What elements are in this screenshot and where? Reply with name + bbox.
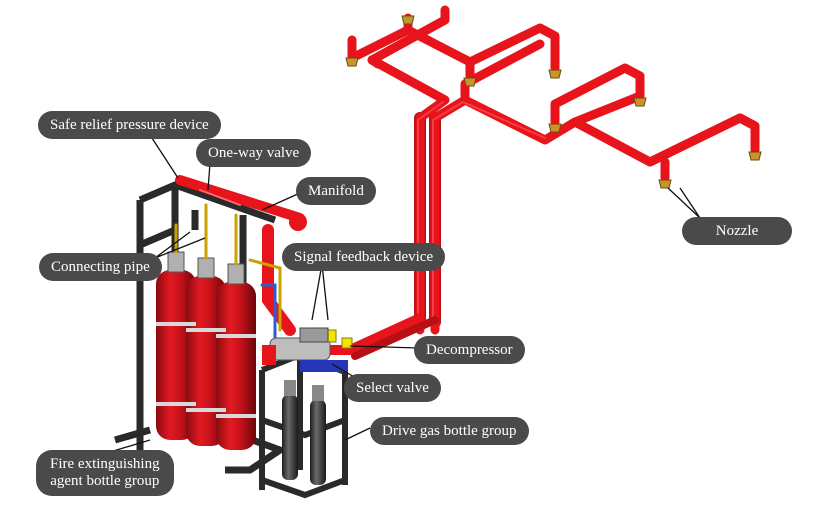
manifold	[174, 175, 307, 342]
label-select-valve: Select valve	[344, 374, 441, 402]
drive-gas-bottles	[282, 380, 326, 485]
select-valve-assembly	[262, 327, 353, 372]
label-manifold: Manifold	[296, 177, 376, 205]
label-signal-feedback-device: Signal feedback device	[282, 243, 446, 271]
label-decompressor: Decompressor	[414, 336, 525, 364]
label-drive-gas-bottle-group: Drive gas bottle group	[370, 417, 529, 445]
pipe-network	[347, 5, 760, 335]
drive-rack-frame	[259, 351, 348, 499]
label-nozzle: Nozzle	[682, 217, 792, 245]
label-fire-extinguishing-agent-bottle-group: Fire extinguishing agent bottle group	[36, 450, 174, 496]
leader-lines	[109, 134, 701, 453]
label-fire-agent-line2: agent bottle group	[50, 473, 160, 489]
label-fire-agent-line1: Fire extinguishing	[50, 456, 160, 472]
label-safe-relief-pressure-device: Safe relief pressure device	[38, 111, 221, 139]
label-connecting-pipe: Connecting pipe	[39, 253, 162, 281]
nozzles	[345, 15, 762, 189]
agent-bottles	[156, 251, 256, 450]
label-one-way-valve: One-way valve	[196, 139, 312, 167]
